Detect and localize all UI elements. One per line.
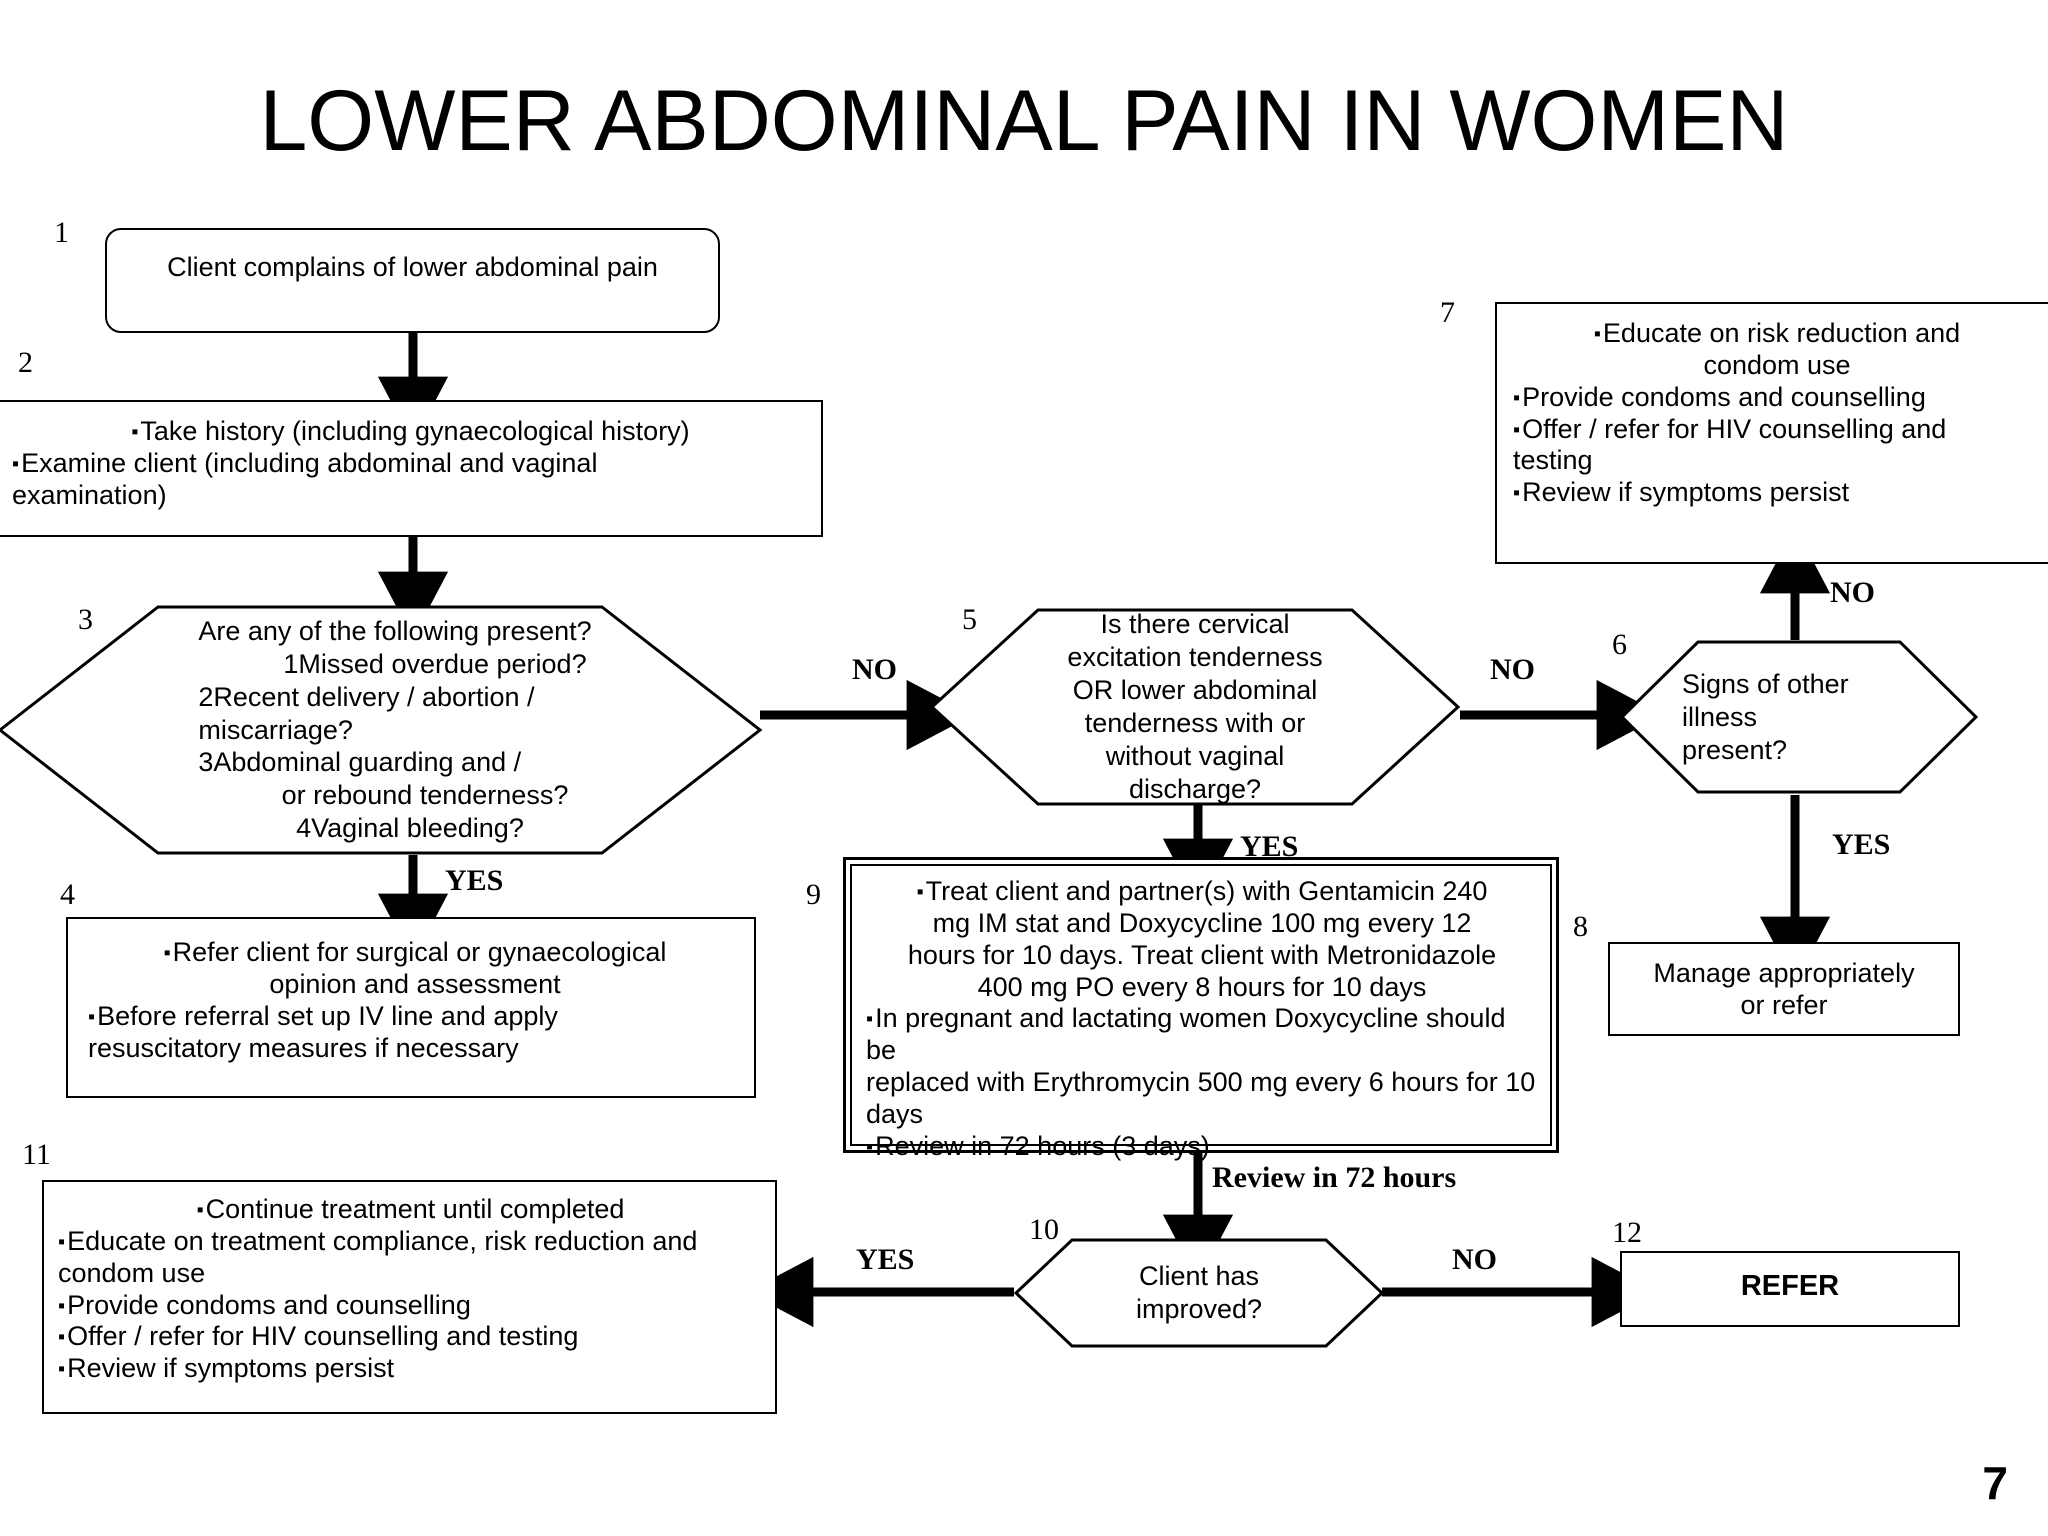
node-12-line-1: REFER	[1740, 1270, 1840, 1302]
node-7-line-3: Provide condoms and counselling	[1513, 382, 2041, 414]
edge-label-10-no: NO	[1452, 1243, 1497, 1276]
node-5-line-3: OR lower abdominal	[1072, 675, 1318, 706]
node-number-8: 8	[1573, 910, 1588, 943]
node-7-line-6: Review if symptoms persist	[1513, 477, 2041, 509]
node-10-line-1: Client has	[1138, 1261, 1260, 1292]
node-3-line-5: 3Abdominal guarding and /	[198, 747, 522, 778]
node-number-3: 3	[78, 603, 93, 636]
node-11-line-1: Continue treatment until completed	[58, 1194, 763, 1226]
node-3-line-3: 2Recent delivery / abortion /	[198, 681, 535, 712]
node-3-line-6: or rebound tenderness?	[281, 780, 569, 811]
node-4-line-4: resuscitatory measures if necessary	[88, 1032, 519, 1063]
node-number-7: 7	[1440, 296, 1455, 329]
edge-label-10-yes: YES	[856, 1243, 915, 1276]
node-3-decision-shape[interactable]: Are any of the following present? 1Misse…	[0, 605, 763, 855]
edge-label-9-review: Review in 72 hours	[1212, 1161, 1457, 1194]
node-3-line-2: 1Missed overdue period?	[283, 648, 587, 679]
node-5-decision-shape[interactable]: Is there cervical excitation tenderness …	[929, 608, 1461, 806]
node-6-line-1: Signs of other	[1682, 669, 1849, 700]
node-1-client-complains[interactable]: Client complains of lower abdominal pain	[105, 228, 720, 333]
node-9-line-1: Treat client and partner(s) with Gentami…	[866, 876, 1538, 908]
node-8-line-1: Manage appropriately	[1653, 958, 1915, 988]
node-number-5: 5	[962, 603, 977, 636]
node-number-6: 6	[1612, 628, 1627, 661]
node-9-line-5: In pregnant and lactating women Doxycycl…	[866, 1003, 1538, 1067]
slide-title: LOWER ABDOMINAL PAIN IN WOMEN	[259, 73, 1789, 169]
node-9-line-6: replaced with Erythromycin 500 mg every …	[866, 1067, 1536, 1098]
node-9-line-7: days	[866, 1099, 924, 1130]
node-1-line-1: Client complains of lower abdominal pain	[167, 252, 658, 282]
node-4-line-1: Refer client for surgical or gynaecologi…	[88, 937, 742, 969]
edge-label-5-yes: YES	[1240, 830, 1299, 863]
node-10-line-2: improved?	[1135, 1294, 1263, 1324]
node-5-line-5: without vaginal	[1105, 740, 1285, 771]
edge-label-5-no: NO	[1490, 653, 1535, 686]
node-2-line-1: Take history (including gynaecological h…	[12, 416, 809, 448]
node-6-decision-shape[interactable]: Signs of other illness present?	[1619, 640, 1979, 795]
edge-label-6-yes: YES	[1832, 828, 1891, 861]
node-3-line-7: 4Vaginal bleeding?	[296, 813, 524, 844]
node-10-decision-shape[interactable]: Client has improved?	[1013, 1238, 1385, 1348]
node-7-educate-risk[interactable]: Educate on risk reduction and condom use…	[1495, 302, 2048, 564]
node-number-2: 2	[18, 346, 33, 379]
node-9-line-3: hours for 10 days. Treat client with Met…	[907, 939, 1497, 970]
node-8-manage-appropriately[interactable]: Manage appropriately or refer	[1608, 942, 1960, 1036]
edge-label-6-no: NO	[1830, 576, 1875, 609]
node-9-line-8: Review in 72 hours (3 days)	[866, 1131, 1538, 1163]
node-2-line-3: examination)	[12, 479, 167, 510]
node-2-line-2: Examine client (including abdominal and …	[12, 448, 809, 480]
node-6-line-3: present?	[1682, 734, 1788, 765]
node-11-line-2: Educate on treatment compliance, risk re…	[58, 1226, 763, 1258]
node-7-line-1: Educate on risk reduction and	[1513, 318, 2041, 350]
node-5-line-2: excitation tenderness	[1067, 642, 1323, 673]
node-number-9: 9	[806, 878, 821, 911]
node-2-take-history[interactable]: Take history (including gynaecological h…	[0, 400, 823, 537]
node-number-12: 12	[1612, 1216, 1642, 1249]
node-5-line-6: discharge?	[1128, 773, 1262, 804]
node-11-continue-treatment[interactable]: Continue treatment until completed Educa…	[42, 1180, 777, 1414]
node-5-line-4: tenderness with or	[1084, 708, 1306, 738]
node-11-line-5: Offer / refer for HIV counselling and te…	[58, 1321, 763, 1353]
node-6-line-2: illness	[1682, 702, 1758, 733]
node-7-line-2: condom use	[1703, 349, 1851, 380]
edge-label-3-no: NO	[852, 653, 897, 686]
edge-label-3-yes: YES	[445, 864, 504, 897]
node-4-line-3: Before referral set up IV line and apply	[88, 1001, 742, 1033]
node-8-line-2: or refer	[1740, 989, 1828, 1020]
node-3-line-1: Are any of the following present?	[198, 615, 592, 646]
node-number-1: 1	[54, 216, 69, 249]
node-9-treatment-plan[interactable]: Treat client and partner(s) with Gentami…	[850, 864, 1552, 1161]
node-number-11: 11	[22, 1138, 51, 1171]
node-11-line-4: Provide condoms and counselling	[58, 1290, 763, 1322]
node-9-line-2: mg IM stat and Doxycycline 100 mg every …	[932, 907, 1472, 938]
node-11-line-6: Review if symptoms persist	[58, 1353, 763, 1385]
node-number-4: 4	[60, 878, 75, 911]
node-7-line-4: Offer / refer for HIV counselling and	[1513, 414, 2041, 446]
node-number-10: 10	[1029, 1213, 1059, 1246]
node-5-line-1: Is there cervical	[1100, 609, 1290, 640]
node-11-line-3: condom use	[58, 1257, 206, 1288]
node-7-line-5: testing	[1513, 445, 1593, 476]
node-4-refer-surgical[interactable]: Refer client for surgical or gynaecologi…	[66, 917, 756, 1098]
node-3-line-4: miscarriage?	[198, 714, 353, 745]
node-12-refer[interactable]: REFER	[1620, 1251, 1960, 1327]
node-4-line-2: opinion and assessment	[269, 968, 561, 999]
node-9-line-4: 400 mg PO every 8 hours for 10 days	[977, 971, 1427, 1002]
page-number: 7	[1982, 1457, 2008, 1509]
